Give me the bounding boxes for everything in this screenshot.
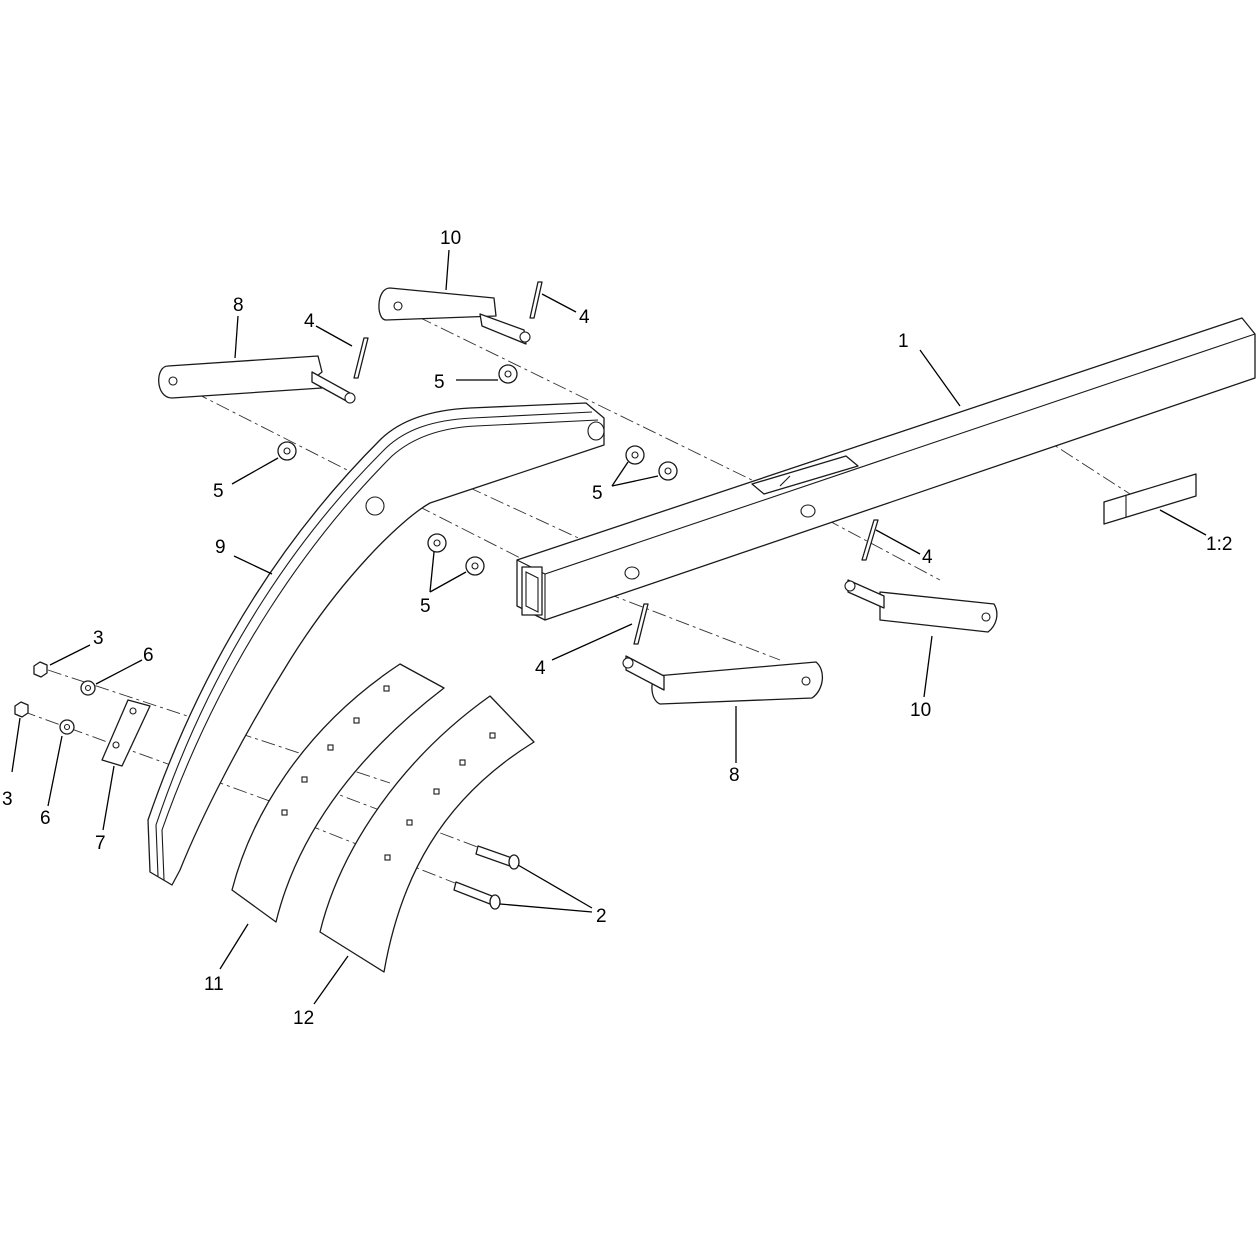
callout-10-right: 10 — [910, 700, 931, 721]
cotter-pins — [353, 281, 879, 645]
callout-11: 11 — [204, 974, 224, 995]
scraper-blade-rear — [319, 695, 535, 973]
callout-9: 9 — [215, 537, 226, 558]
leader-lines — [11, 249, 1207, 1005]
scraper-blade-front — [231, 663, 445, 923]
callout-6-upper: 6 — [143, 645, 154, 666]
callout-4-upper-right: 4 — [579, 307, 590, 328]
link-plate-top — [378, 287, 531, 345]
callout-5-center: 5 — [420, 596, 431, 617]
callout-5-right: 5 — [592, 483, 603, 504]
callout-5-top: 5 — [434, 372, 445, 393]
curved-arm — [147, 402, 605, 886]
callout-3-lower: 3 — [2, 789, 13, 810]
callout-10-top: 10 — [440, 228, 461, 249]
clamp-plate — [101, 699, 151, 767]
callout-4-right: 4 — [922, 547, 933, 568]
link-plate-lower — [622, 655, 823, 705]
callout-4-upper-left: 4 — [304, 311, 315, 332]
main-frame-tube — [516, 317, 1256, 621]
callout-5-left: 5 — [213, 481, 224, 502]
link-plate-right — [844, 579, 998, 633]
callout-2: 2 — [596, 906, 607, 927]
callout-1: 1 — [898, 331, 909, 352]
decal-label — [1103, 473, 1197, 525]
link-plate-upper — [158, 355, 356, 404]
washers — [59, 364, 678, 735]
callout-labels: 1 1:2 2 3 3 4 4 4 4 5 5 5 5 6 6 7 8 8 9 … — [2, 228, 1232, 1029]
callout-4-lower: 4 — [535, 658, 546, 679]
callout-1-2: 1:2 — [1206, 534, 1232, 555]
lock-nuts — [14, 661, 48, 718]
callout-6-lower: 6 — [40, 808, 51, 829]
carriage-bolts — [453, 845, 520, 910]
callout-8-lower: 8 — [729, 765, 740, 786]
callout-12: 12 — [293, 1008, 314, 1029]
callout-3-upper: 3 — [93, 628, 104, 649]
callout-8-upper: 8 — [233, 295, 244, 316]
callout-7: 7 — [95, 833, 106, 854]
